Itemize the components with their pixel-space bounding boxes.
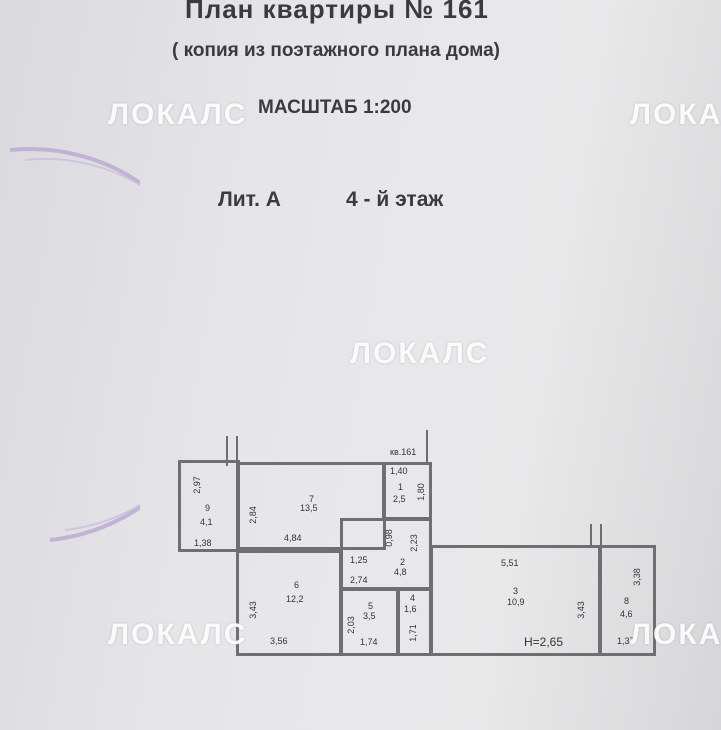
dim: 1,71 [407,624,418,642]
building-letter: Лит. А [218,188,281,211]
wall-stub [590,524,602,548]
dim: 3,43 [247,601,258,619]
room-number: 7 [309,494,315,504]
room-number: 1 [398,482,404,492]
room-number: 8 [624,596,630,606]
dim: 4,84 [284,533,302,543]
room-area: 13,5 [300,503,318,513]
plan-title: План квартиры № 161 [185,0,489,24]
floor-label: 4 - й этаж [346,188,444,211]
dim: 3,56 [270,636,288,646]
room-number: 5 [368,601,374,611]
room-8-balcony [598,545,656,656]
dim: 0,98 [383,529,394,547]
room-number: 9 [205,503,211,513]
watermark: ЛОКАЛС [350,337,490,370]
room-area: 12,2 [286,594,304,604]
apartment-label: кв.161 [390,447,417,457]
room-area: 4,1 [200,517,213,527]
height-note: H=2,65 [524,635,564,649]
stamp-arc [9,147,140,542]
wall-stub [426,430,434,464]
dim: 2,74 [350,575,368,585]
dim: 1,37 [617,636,635,646]
room-number: 4 [410,593,416,603]
room-area: 1,6 [404,604,417,614]
dim: 1,74 [360,637,378,647]
dim: 3,38 [631,568,642,586]
dim: 1,80 [415,483,426,501]
wall-stub [226,436,238,466]
dim: 1,40 [390,466,408,476]
dim: 2,23 [408,534,419,552]
dim: 2,97 [191,476,202,494]
dim: 2,03 [345,616,356,634]
plan-scale: МАСШТАБ 1:200 [258,97,412,118]
room-area: 4,6 [620,609,633,619]
room-area: 10,9 [507,597,525,607]
dim: 5,51 [501,558,519,568]
plan-subtitle: ( копия из поэтажного плана дома) [172,40,500,61]
watermark: ЛОКАЛС [108,618,248,651]
room-number: 2 [400,557,406,567]
room-number: 3 [513,586,519,596]
dim: 1,38 [194,538,212,548]
watermark: ЛОКАЛС [630,98,721,131]
watermark: ЛОКАЛС [630,618,721,651]
room-area: 4,8 [394,567,407,577]
room-area: 3,5 [363,611,376,621]
watermark: ЛОКАЛС [108,98,248,131]
dim: 1,25 [350,555,368,565]
room-number: 6 [294,580,300,590]
dim: 2,84 [247,506,258,524]
dim: 3,43 [575,601,586,619]
room-area: 2,5 [393,494,406,504]
